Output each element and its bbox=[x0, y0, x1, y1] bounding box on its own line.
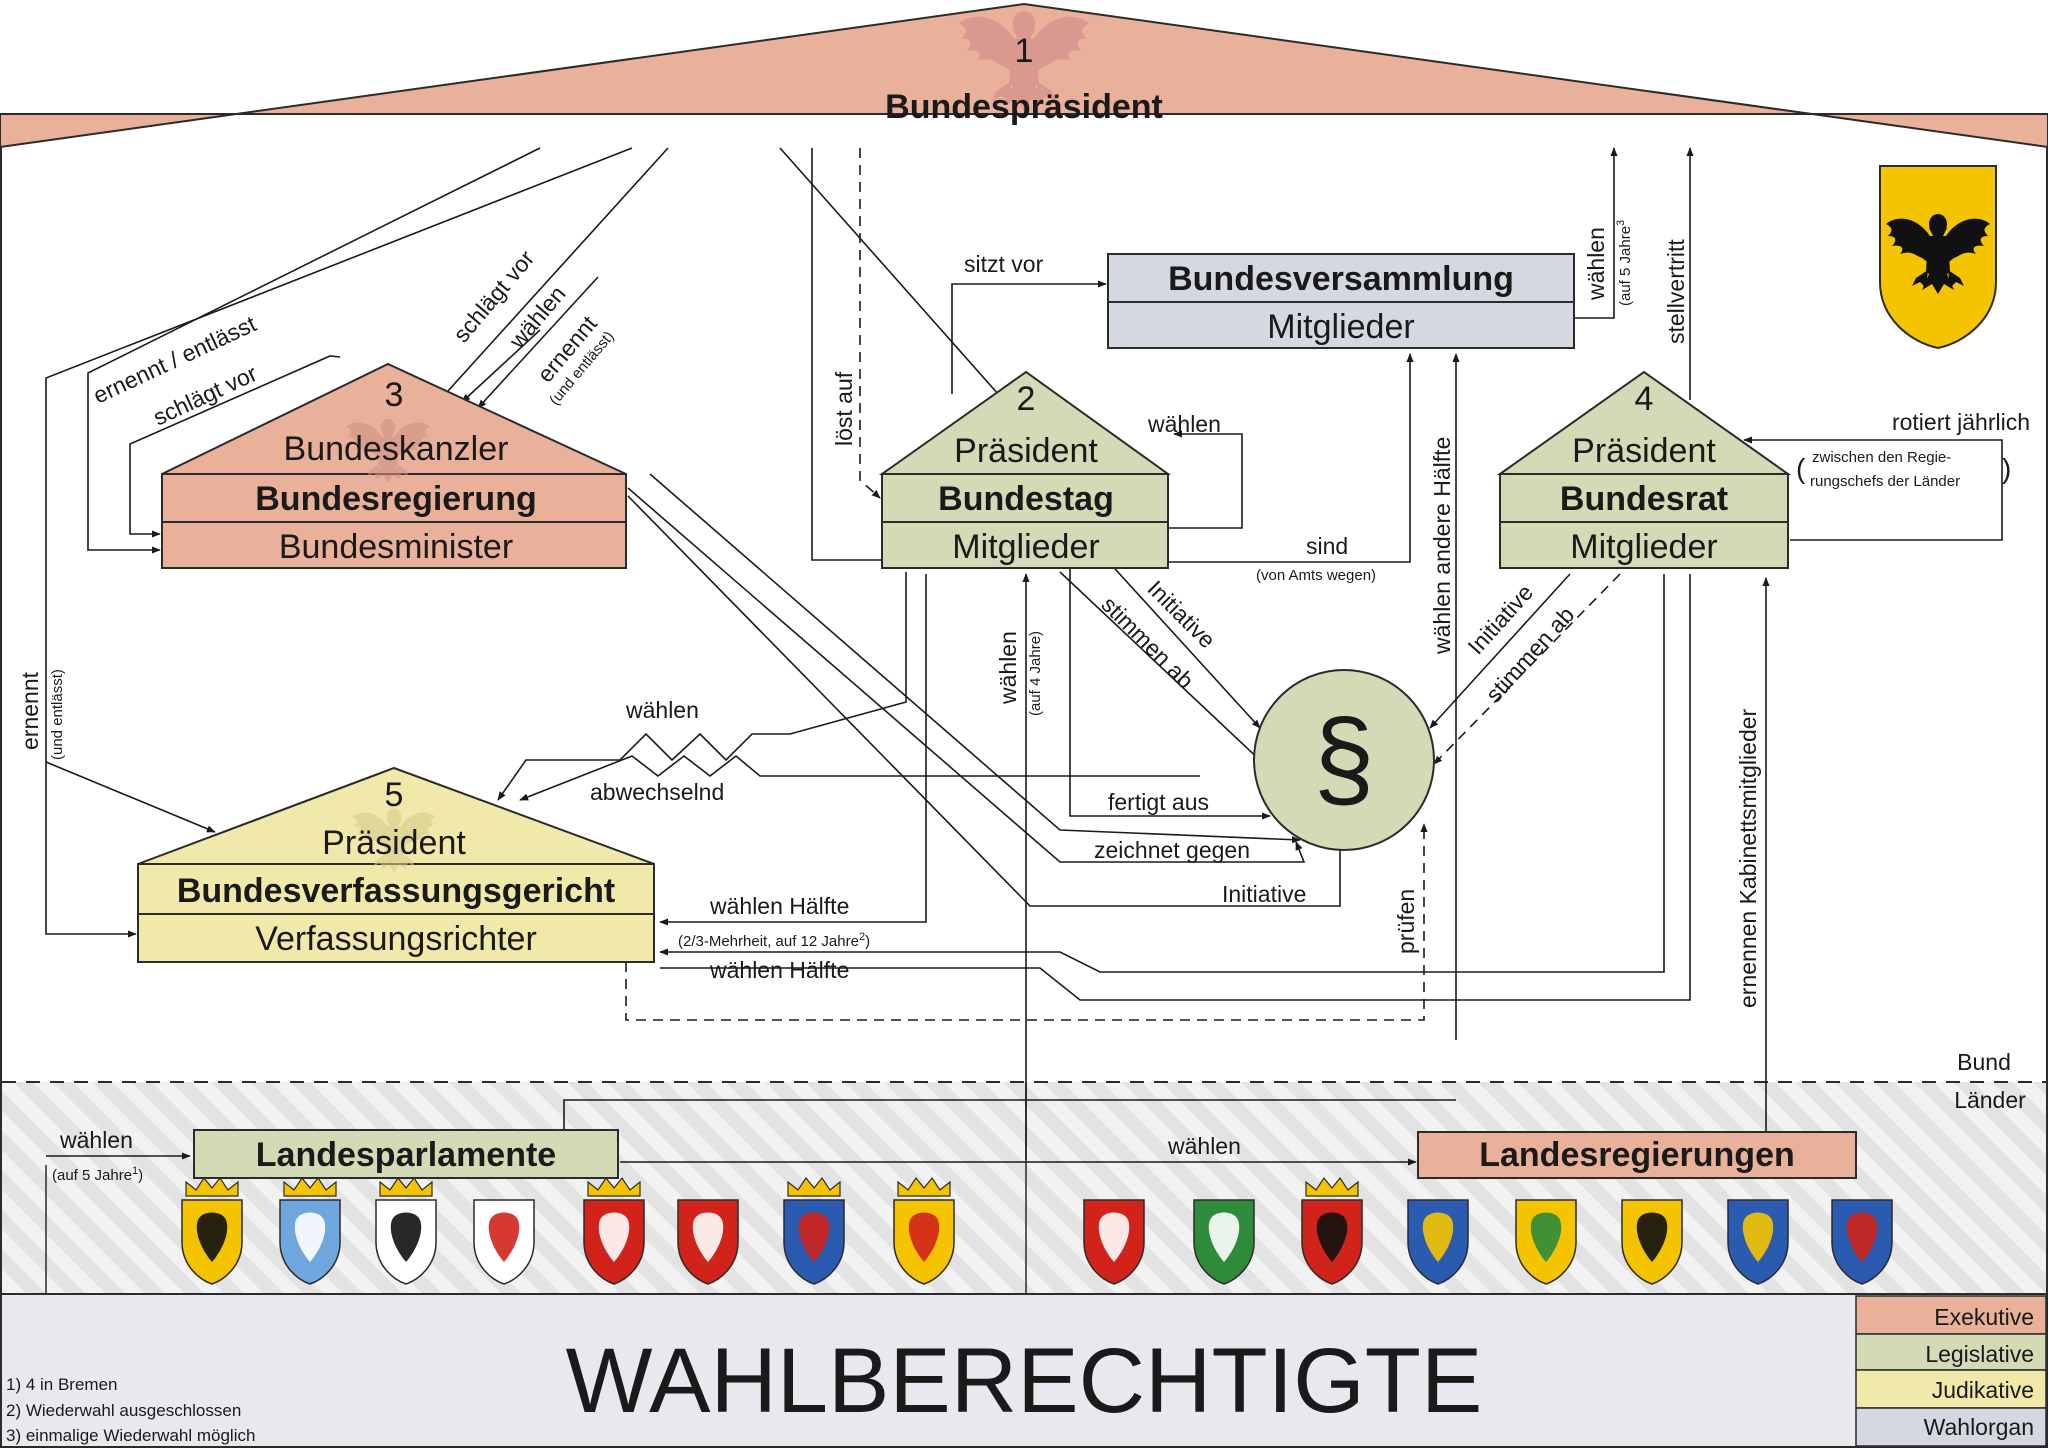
rotiert-bracket-left: ( bbox=[1796, 453, 1806, 484]
footnote-3: 3) einmalige Wiederwahl möglich bbox=[6, 1426, 255, 1445]
regierung-kanzler: Bundeskanzler bbox=[284, 430, 509, 468]
label-waehlen-andere-haelfte: wählen andere Hälfte bbox=[1429, 437, 1455, 655]
bundestag-mitglieder: Mitglieder bbox=[952, 528, 1099, 566]
legend-label-exekutive: Exekutive bbox=[1934, 1304, 2034, 1330]
bundesrat-title: Bundesrat bbox=[1560, 480, 1728, 518]
coat-berlin-icon bbox=[376, 1178, 436, 1284]
label-waehlen-lp-note-text: (auf 5 Jahre bbox=[52, 1167, 132, 1184]
footnote-2: 2) Wiederwahl ausgeschlossen bbox=[6, 1401, 241, 1420]
label-waehlen-bt-praes: wählen bbox=[1147, 411, 1221, 437]
label-waehlen-haelfte-2: wählen Hälfte bbox=[709, 957, 849, 983]
regierung-minister: Bundesminister bbox=[279, 528, 513, 566]
label-sitzt-vor: sitzt vor bbox=[964, 251, 1044, 277]
label-bund: Bund bbox=[1957, 1049, 2011, 1075]
coat-bayern-icon bbox=[280, 1178, 340, 1284]
legend-label-judikative: Judikative bbox=[1932, 1377, 2034, 1403]
label-sind-note: (von Amts wegen) bbox=[1256, 567, 1376, 584]
legend-label-legislative: Legislative bbox=[1925, 1341, 2034, 1367]
landesparlamente-title: Landesparlamente bbox=[256, 1136, 556, 1174]
versammlung-mitglieder: Mitglieder bbox=[1267, 308, 1414, 346]
bverfg-praesident: Präsident bbox=[322, 824, 466, 862]
label-mehrheit-note: (2/3-Mehrheit, auf 12 Jahre2) bbox=[678, 931, 870, 950]
label-ernennt-bverfg-note: (und entlässt) bbox=[49, 669, 66, 760]
wahlberechtigte-title: WAHLBERECHTIGTE bbox=[566, 1330, 1483, 1432]
label-waehlen-bt-note: (auf 4 Jahre) bbox=[1027, 631, 1044, 716]
label-waehlen-praes5: wählen bbox=[625, 697, 699, 723]
bundesrat-number: 4 bbox=[1635, 380, 1654, 418]
label-waehlen-bp: wählen bbox=[1583, 227, 1609, 301]
paragraph-symbol: § bbox=[1313, 697, 1374, 820]
label-waehlen-bp-note-text: (auf 5 Jahre bbox=[1617, 226, 1634, 306]
regierung-title: Bundesregierung bbox=[255, 480, 536, 518]
praesident-title: Bundespräsident bbox=[885, 88, 1163, 126]
label-waehlen-lp-note: (auf 5 Jahre1) bbox=[52, 1165, 143, 1184]
label-waehlen-lp: wählen bbox=[59, 1127, 133, 1153]
bundestag-praesident: Präsident bbox=[954, 432, 1098, 470]
label-abwechselnd: abwechselnd bbox=[590, 779, 724, 805]
regierung-number: 3 bbox=[385, 376, 404, 414]
coat-baden-wuerttemberg-icon bbox=[182, 1178, 242, 1284]
label-loest-auf: löst auf bbox=[831, 371, 857, 446]
coat-rheinland-pfalz-icon bbox=[1302, 1178, 1362, 1284]
bverfg-number: 5 bbox=[385, 776, 404, 814]
label-ernennt-bverfg: ernennt bbox=[17, 671, 43, 750]
label-waehlen-bp-note-sup: 3 bbox=[1615, 220, 1627, 226]
coat-bremen-icon bbox=[584, 1178, 644, 1284]
label-zeichnet-gegen: zeichnet gegen bbox=[1094, 837, 1250, 863]
label-laender: Länder bbox=[1954, 1087, 2026, 1113]
label-fertigt-aus: fertigt aus bbox=[1108, 789, 1209, 815]
label-rotiert-note-2: rungschefs der Länder bbox=[1810, 473, 1960, 490]
label-waehlen-bt: wählen bbox=[995, 631, 1021, 705]
footnote-1: 1) 4 in Bremen bbox=[6, 1375, 118, 1394]
versammlung-title: Bundesversammlung bbox=[1168, 260, 1514, 298]
bverfg-richter: Verfassungsrichter bbox=[255, 920, 537, 958]
rotiert-bracket-right: ) bbox=[2002, 453, 2011, 484]
connector-lines bbox=[46, 148, 2002, 1162]
bundesrat-praesident: Präsident bbox=[1572, 432, 1716, 470]
label-waehlen-bp-note: (auf 5 Jahre3 bbox=[1615, 220, 1634, 306]
german-coat-of-arms-icon bbox=[1880, 166, 1996, 348]
praesident-number: 1 bbox=[1015, 32, 1034, 70]
label-pruefen: prüfen bbox=[1393, 889, 1419, 954]
label-mehrheit-note-text: (2/3-Mehrheit, auf 12 Jahre bbox=[678, 933, 859, 950]
label-rotiert: rotiert jährlich bbox=[1892, 409, 2030, 435]
label-initiative-reg: Initiative bbox=[1222, 881, 1306, 907]
landesregierungen-title: Landesregierungen bbox=[1479, 1136, 1795, 1174]
label-waehlen-haelfte-1: wählen Hälfte bbox=[709, 893, 849, 919]
bundestag-title: Bundestag bbox=[938, 480, 1114, 518]
label-rotiert-note-1: zwischen den Regie- bbox=[1812, 449, 1951, 466]
coat-hessen-icon bbox=[784, 1178, 844, 1284]
label-stellvertritt: stellvertritt bbox=[1663, 239, 1689, 344]
bundestag-number: 2 bbox=[1017, 380, 1036, 418]
coat-mecklenburg-vorpommern-icon bbox=[894, 1178, 954, 1284]
label-sind: sind bbox=[1306, 533, 1348, 559]
label-ernennen-kabinett: ernennen Kabinettsmitglieder bbox=[1735, 708, 1761, 1008]
legend-label-wahlorgan: Wahlorgan bbox=[1924, 1414, 2034, 1440]
bundesrat-mitglieder: Mitglieder bbox=[1570, 528, 1717, 566]
label-waehlen-lr: wählen bbox=[1167, 1133, 1241, 1159]
legend: Exekutive Legislative Judikative Wahlorg… bbox=[1856, 1296, 2046, 1446]
bverfg-title: Bundesverfassungsgericht bbox=[177, 872, 615, 910]
